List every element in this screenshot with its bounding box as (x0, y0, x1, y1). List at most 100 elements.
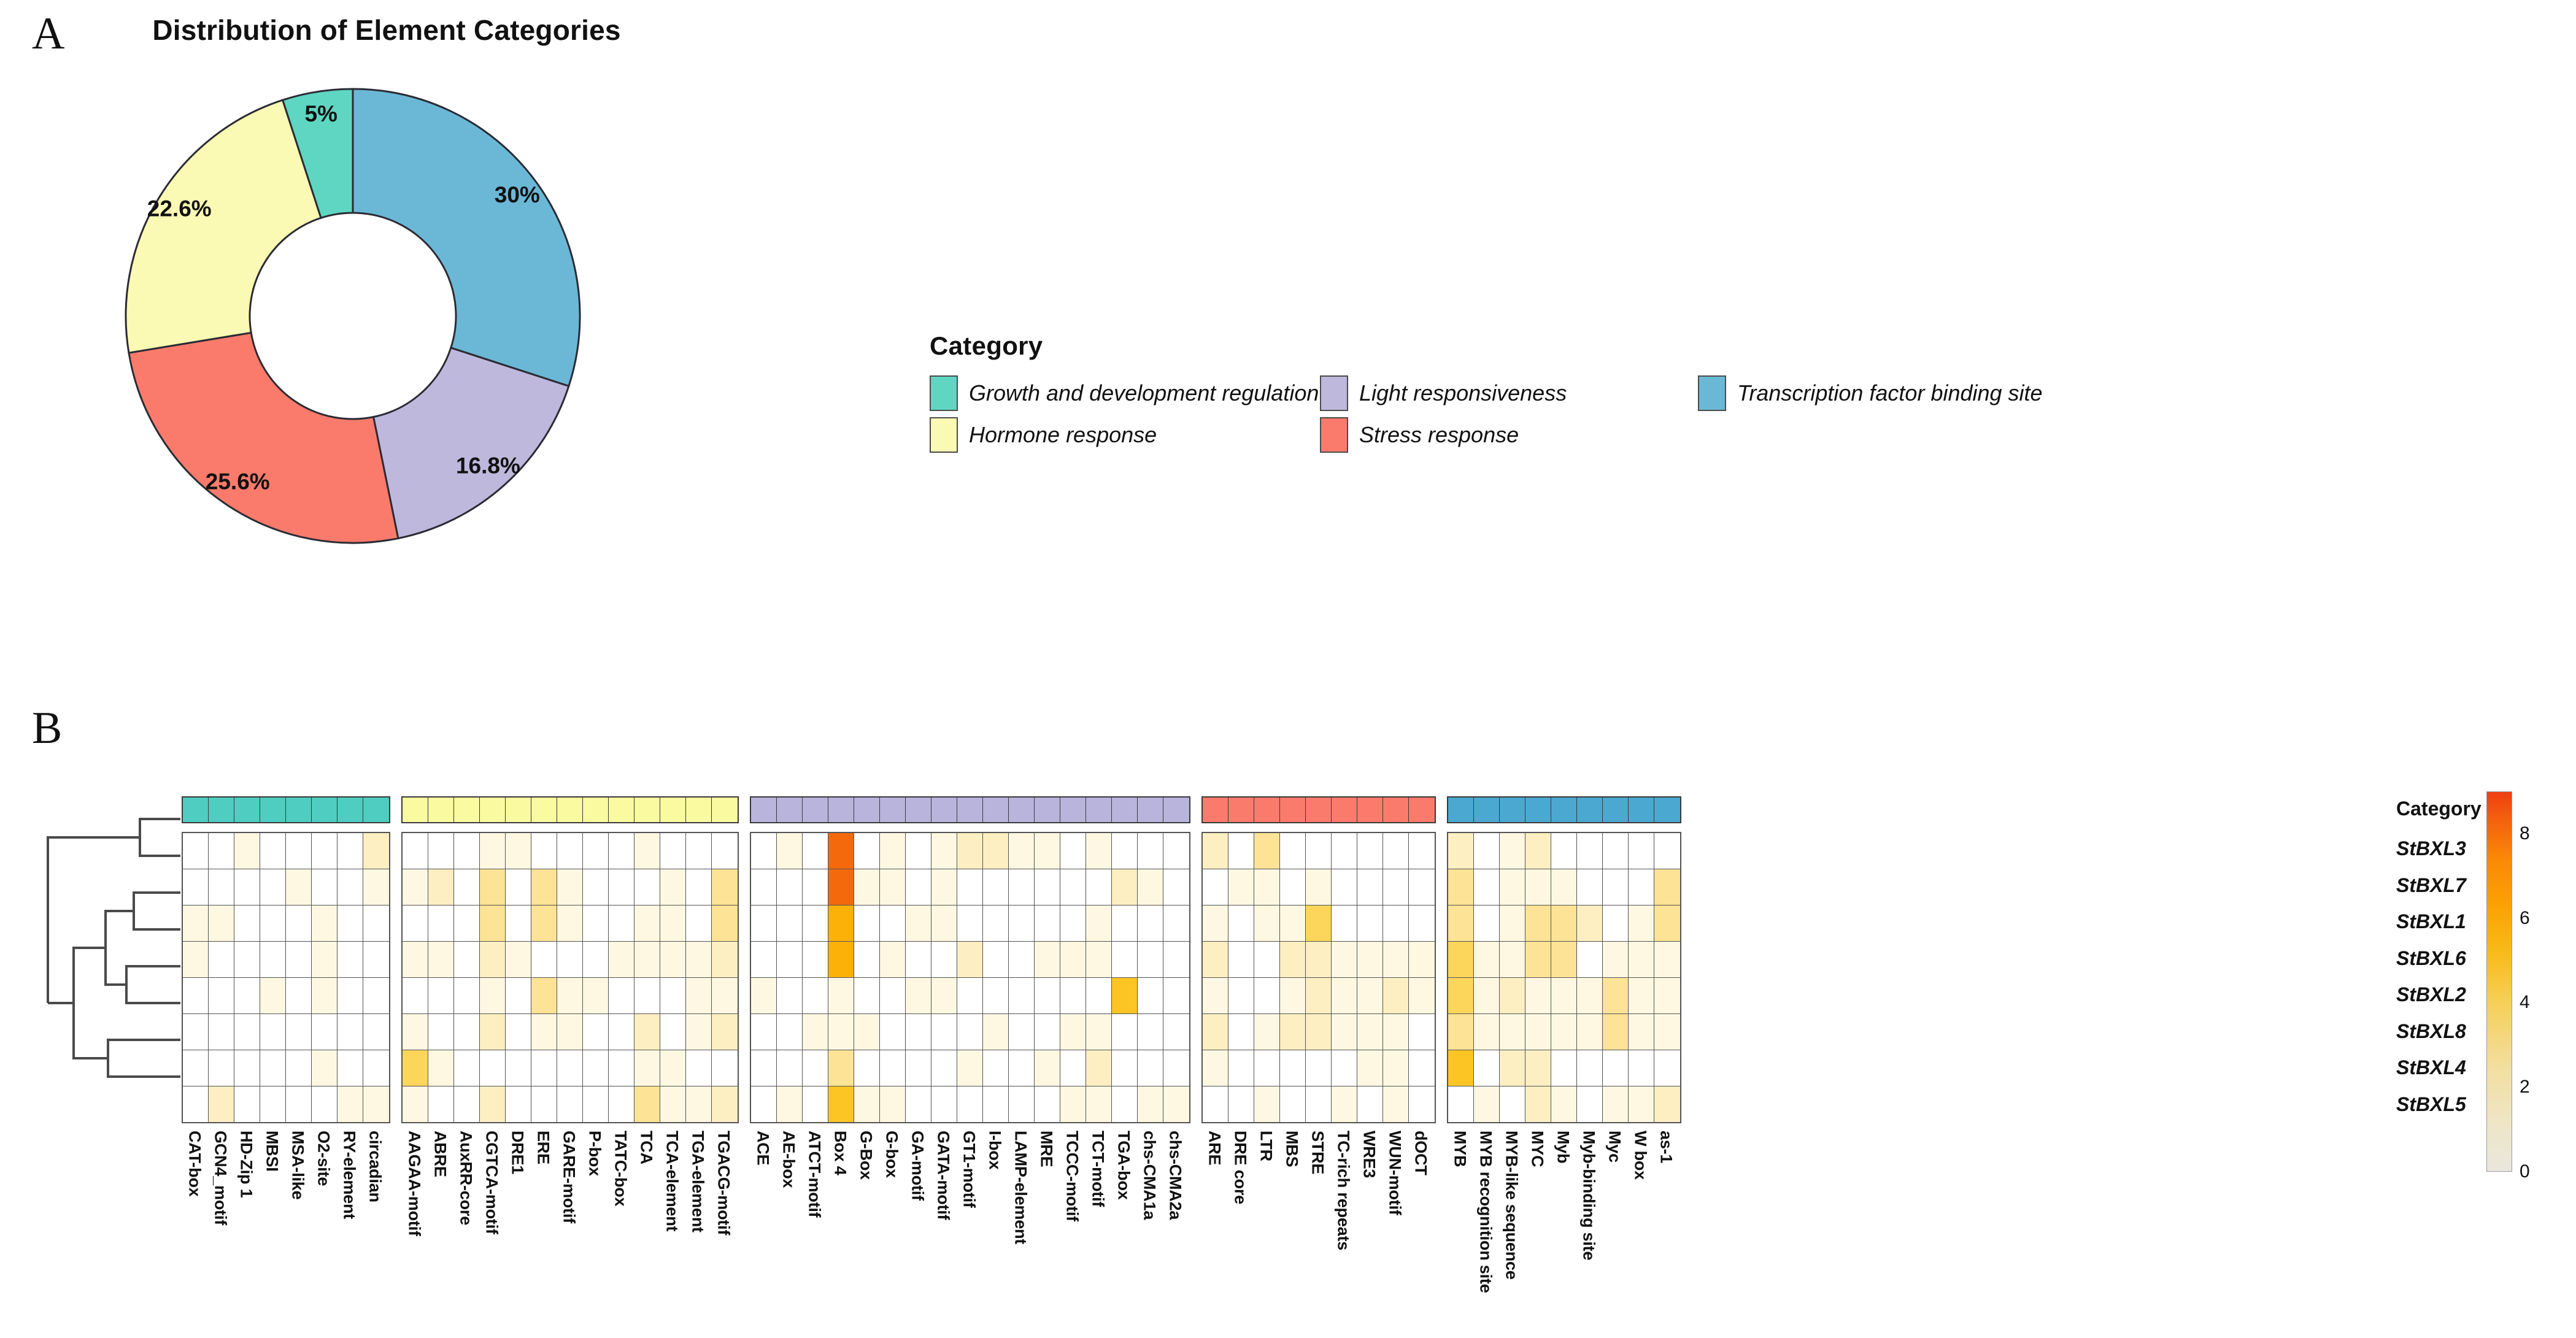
heatmap-cell[interactable] (777, 1086, 803, 1122)
heatmap-cell[interactable] (931, 833, 957, 869)
heatmap-cell[interactable] (1060, 1014, 1086, 1050)
heatmap-cell[interactable] (1228, 833, 1254, 869)
heatmap-cell[interactable] (1448, 942, 1474, 977)
heatmap-cell[interactable] (1138, 1050, 1163, 1086)
heatmap-cell[interactable] (906, 978, 931, 1013)
heatmap-cell[interactable] (1654, 978, 1680, 1013)
heatmap-cell[interactable] (777, 869, 803, 905)
heatmap-cell[interactable] (1357, 942, 1383, 977)
heatmap-cell[interactable] (1525, 1050, 1551, 1086)
heatmap-cell[interactable] (1629, 833, 1654, 869)
heatmap-cell[interactable] (209, 833, 234, 869)
heatmap-cell[interactable] (260, 942, 286, 977)
heatmap-cell[interactable] (1551, 1086, 1577, 1122)
heatmap-cell[interactable] (531, 942, 557, 977)
heatmap-cell[interactable] (751, 942, 777, 977)
heatmap-cell[interactable] (1383, 869, 1409, 905)
heatmap-cell[interactable] (1163, 978, 1189, 1013)
heatmap-cell[interactable] (1383, 833, 1409, 869)
heatmap-cell[interactable] (983, 1050, 1009, 1086)
heatmap-cell[interactable] (312, 1014, 337, 1050)
heatmap-cell[interactable] (1474, 1086, 1500, 1122)
heatmap-cell[interactable] (609, 833, 634, 869)
heatmap-cell[interactable] (583, 1050, 609, 1086)
heatmap-cell[interactable] (957, 1050, 983, 1086)
heatmap-cell[interactable] (803, 905, 828, 941)
heatmap-cell[interactable] (363, 1086, 389, 1122)
heatmap-cell[interactable] (1448, 905, 1474, 941)
heatmap-cell[interactable] (1577, 978, 1603, 1013)
heatmap-cell[interactable] (1448, 1050, 1474, 1086)
heatmap-cell[interactable] (660, 942, 686, 977)
heatmap-cell[interactable] (183, 833, 209, 869)
heatmap-cell[interactable] (234, 942, 260, 977)
heatmap-cell[interactable] (634, 1014, 660, 1050)
heatmap-cell[interactable] (286, 978, 312, 1013)
heatmap-cell[interactable] (260, 978, 286, 1013)
heatmap-cell[interactable] (1138, 1014, 1163, 1050)
heatmap-cell[interactable] (1332, 1050, 1357, 1086)
heatmap-cell[interactable] (1086, 942, 1112, 977)
heatmap-cell[interactable] (557, 942, 583, 977)
heatmap-cell[interactable] (183, 869, 209, 905)
heatmap-cell[interactable] (1409, 978, 1435, 1013)
heatmap-cell[interactable] (751, 1014, 777, 1050)
heatmap-cell[interactable] (803, 1086, 828, 1122)
heatmap-cell[interactable] (209, 1086, 234, 1122)
heatmap-cell[interactable] (583, 1014, 609, 1050)
heatmap-cell[interactable] (1654, 1050, 1680, 1086)
heatmap-cell[interactable] (1138, 869, 1163, 905)
heatmap-cell[interactable] (583, 942, 609, 977)
heatmap-cell[interactable] (957, 978, 983, 1013)
heatmap-cell[interactable] (609, 869, 634, 905)
heatmap-cell[interactable] (531, 1050, 557, 1086)
heatmap-cell[interactable] (1357, 1050, 1383, 1086)
heatmap-cell[interactable] (777, 1014, 803, 1050)
heatmap-cell[interactable] (1254, 978, 1280, 1013)
heatmap-cell[interactable] (260, 869, 286, 905)
heatmap-cell[interactable] (1409, 942, 1435, 977)
heatmap-cell[interactable] (686, 905, 712, 941)
heatmap-cell[interactable] (1060, 978, 1086, 1013)
heatmap-cell[interactable] (1383, 1050, 1409, 1086)
heatmap-cell[interactable] (634, 1050, 660, 1086)
heatmap-cell[interactable] (957, 869, 983, 905)
heatmap-cell[interactable] (931, 1014, 957, 1050)
heatmap-cell[interactable] (1009, 869, 1035, 905)
heatmap-cell[interactable] (828, 978, 854, 1013)
heatmap-cell[interactable] (1629, 1014, 1654, 1050)
heatmap-cell[interactable] (660, 869, 686, 905)
heatmap-cell[interactable] (1280, 1050, 1306, 1086)
heatmap-cell[interactable] (686, 1014, 712, 1050)
heatmap-cell[interactable] (234, 869, 260, 905)
heatmap-cell[interactable] (1332, 942, 1357, 977)
heatmap-cell[interactable] (1525, 833, 1551, 869)
heatmap-cell[interactable] (983, 978, 1009, 1013)
heatmap-cell[interactable] (234, 1050, 260, 1086)
heatmap-cell[interactable] (1163, 1014, 1189, 1050)
heatmap-cell[interactable] (931, 869, 957, 905)
heatmap-cell[interactable] (1228, 942, 1254, 977)
heatmap-cell[interactable] (312, 1086, 337, 1122)
heatmap-cell[interactable] (660, 905, 686, 941)
heatmap-cell[interactable] (854, 905, 880, 941)
heatmap-cell[interactable] (363, 1014, 389, 1050)
heatmap-cell[interactable] (506, 978, 531, 1013)
heatmap-cell[interactable] (1383, 978, 1409, 1013)
heatmap-cell[interactable] (260, 905, 286, 941)
heatmap-cell[interactable] (1112, 1050, 1138, 1086)
heatmap-cell[interactable] (1306, 1086, 1332, 1122)
heatmap-cell[interactable] (337, 869, 363, 905)
heatmap-cell[interactable] (583, 833, 609, 869)
heatmap-cell[interactable] (209, 1014, 234, 1050)
heatmap-cell[interactable] (363, 1050, 389, 1086)
heatmap-cell[interactable] (906, 905, 931, 941)
heatmap-cell[interactable] (1448, 1014, 1474, 1050)
heatmap-cell[interactable] (1551, 833, 1577, 869)
heatmap-cell[interactable] (712, 1014, 738, 1050)
heatmap-cell[interactable] (777, 942, 803, 977)
heatmap-cell[interactable] (880, 942, 906, 977)
heatmap-cell[interactable] (557, 833, 583, 869)
heatmap-cell[interactable] (931, 942, 957, 977)
heatmap-cell[interactable] (1203, 978, 1228, 1013)
